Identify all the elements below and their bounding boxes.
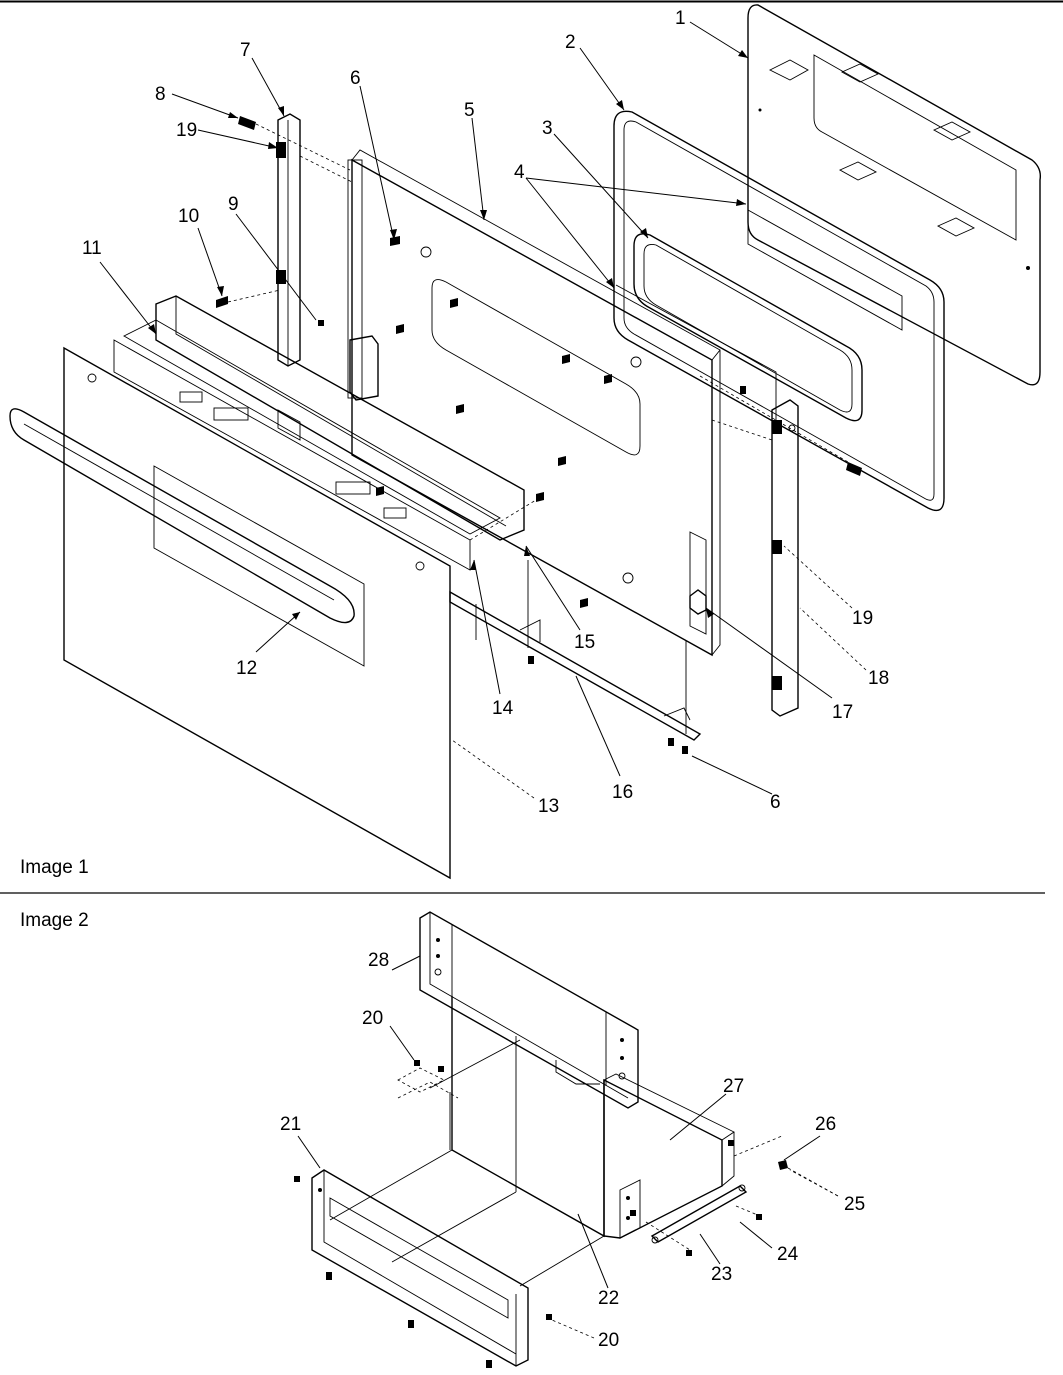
leader-lines-image1 <box>99 21 867 799</box>
part-18-right-hinge <box>771 399 799 717</box>
part-7-left-hinge <box>276 113 301 367</box>
callout-25: 25 <box>844 1194 865 1215</box>
part-27-drawer-side <box>603 1073 735 1239</box>
callout-21: 21 <box>280 1114 301 1135</box>
callout-20-top: 20 <box>362 1008 383 1029</box>
part-9-bracket <box>349 335 379 401</box>
callout-12: 12 <box>236 658 257 679</box>
caption-image2: Image 2 <box>20 910 89 931</box>
part-21-drawer-front <box>311 1169 529 1367</box>
callout-28: 28 <box>368 950 389 971</box>
alignment-lines-image2 <box>397 1067 839 1251</box>
callout-1: 1 <box>675 8 686 29</box>
callout-7: 7 <box>240 40 251 61</box>
callout-8: 8 <box>155 84 166 105</box>
callout-6-bottom: 6 <box>770 792 781 813</box>
part-22-drawer-body <box>329 996 605 1287</box>
part-16-bottom-strip <box>449 560 702 741</box>
callout-24: 24 <box>777 1244 799 1265</box>
callout-11: 11 <box>82 238 102 259</box>
part-2-door-gasket <box>613 110 945 512</box>
callout-9: 9 <box>228 194 239 215</box>
part-3-window-pack <box>633 209 903 422</box>
callout-6: 6 <box>350 68 361 89</box>
part-23-drawer-slide <box>650 1184 748 1244</box>
callout-27: 27 <box>723 1076 744 1097</box>
callout-2: 2 <box>565 32 576 53</box>
callout-3: 3 <box>542 118 553 139</box>
part-1-inner-door-liner <box>747 4 1042 386</box>
callout-15: 15 <box>574 632 595 653</box>
callout-13: 13 <box>538 796 559 817</box>
callout-16: 16 <box>612 782 633 803</box>
callout-19-right: 19 <box>852 608 873 629</box>
callout-20-bottom: 20 <box>598 1330 619 1351</box>
screws-image2 <box>294 1060 788 1368</box>
alignment-lines-image1 <box>227 123 849 541</box>
part-12-door-handle <box>9 408 355 624</box>
callout-17: 17 <box>832 702 853 723</box>
part-4-seal-strip <box>615 284 777 420</box>
callout-labels-image1: 1 2 3 4 5 6 7 8 19 10 9 11 12 13 14 15 1… <box>82 8 889 817</box>
part-13-outer-door <box>63 346 451 880</box>
leader-lines-image2 <box>297 955 839 1339</box>
part-11-vent-trim <box>113 295 525 571</box>
callout-5: 5 <box>464 100 475 121</box>
caption-image1: Image 1 <box>20 857 89 878</box>
callout-22: 22 <box>598 1288 619 1309</box>
screws-image1 <box>216 116 862 754</box>
callout-labels-image2: 28 20 27 26 21 25 24 23 22 20 <box>280 950 865 1351</box>
part-17-stop <box>689 589 707 615</box>
callout-26: 26 <box>815 1114 836 1135</box>
part-5-door-panel <box>347 149 721 657</box>
image2-drawer-assembly: Image 2 <box>20 910 865 1368</box>
callout-14: 14 <box>492 698 514 719</box>
callout-10: 10 <box>178 206 199 227</box>
callout-18: 18 <box>868 668 889 689</box>
arrowheads-image1 <box>148 50 748 620</box>
callout-23: 23 <box>711 1264 732 1285</box>
image1-oven-door-assembly: 1 2 3 4 5 6 7 8 19 10 9 11 12 13 14 15 1… <box>9 4 1042 880</box>
callout-19-top: 19 <box>176 120 197 141</box>
part-28-drawer-back <box>419 911 639 1109</box>
callout-4: 4 <box>514 162 525 183</box>
